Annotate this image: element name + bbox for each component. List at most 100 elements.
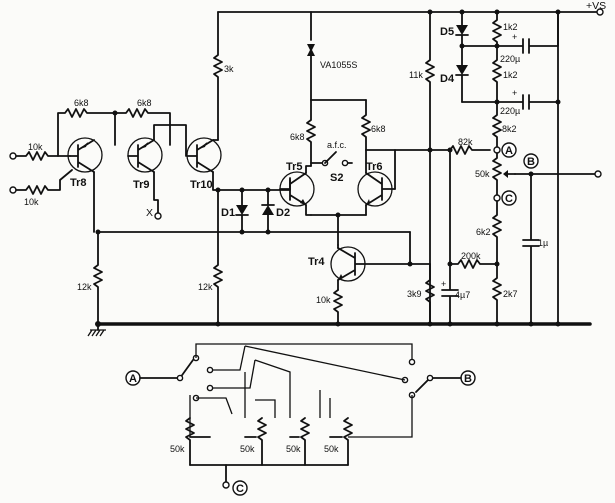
- resistor-6k2: 6k2: [476, 200, 502, 265]
- resistor-3k-label: 3k: [224, 64, 234, 74]
- resistor-6k8-tr6: 6k8: [361, 99, 386, 151]
- d4-label: D4: [440, 73, 455, 85]
- resistor-3k: 3k: [212, 11, 234, 141]
- bank-pot-3: 50k: [286, 417, 310, 466]
- r-3k9-label: 3k9: [407, 289, 422, 299]
- tr6-base-wire: [394, 149, 431, 190]
- bank-pot-4: 50k: [324, 417, 353, 466]
- r12k-right-label: 12k: [198, 282, 213, 292]
- d1-label: D1: [221, 207, 235, 219]
- tr8-label: Tr8: [70, 177, 87, 189]
- bank-pot-3-label: 50k: [286, 444, 301, 454]
- afc-label: a.f.c.: [327, 140, 347, 150]
- diode-d1: D1: [221, 189, 249, 233]
- r-1k2-top-label: 1k2: [503, 22, 518, 32]
- input-1: 10k: [9, 142, 71, 161]
- preset-bank: A B 50k 50k: [125, 343, 476, 496]
- r-6k2-label: 6k2: [476, 227, 491, 237]
- transistor-tr4: Tr4: [308, 244, 411, 291]
- svg-text:+: +: [512, 88, 517, 98]
- resistor-12k-right: 12k: [198, 189, 223, 325]
- resistor-8k2: 8k2: [492, 101, 517, 151]
- node-x: [154, 212, 162, 220]
- resistor-200k: 200k: [449, 251, 498, 269]
- supply-label: +VS: [586, 0, 606, 12]
- tr4-label: Tr4: [308, 256, 325, 268]
- node-x-label: X: [146, 207, 153, 219]
- r-200k-label: 200k: [461, 251, 481, 261]
- feedback-left-label: 6k8: [74, 98, 89, 108]
- tr10-emitter-bus: [212, 171, 291, 191]
- svg-text:+: +: [441, 279, 446, 289]
- r-10k-tr4-label: 10k: [316, 295, 331, 305]
- diode-d5: D5: [440, 11, 469, 66]
- transistor-tr8: Tr8: [67, 137, 103, 189]
- svg-text:+: +: [512, 32, 517, 42]
- capacitor-1u: 1µ: [522, 173, 548, 325]
- r-8k2-label: 8k2: [502, 124, 517, 134]
- resistor-12k-left: 12k: [77, 231, 103, 325]
- resistor-3k9: 3k9: [407, 263, 435, 325]
- c-4u7-label: 4µ7: [455, 290, 470, 300]
- diode-d2: D2: [261, 189, 290, 233]
- long-tail-wire: [310, 214, 367, 246]
- r-82k-label: 82k: [458, 137, 473, 147]
- tr9-emitter-wire: [153, 171, 159, 214]
- node-c-marker: [501, 190, 517, 206]
- s2-label: S2: [330, 172, 343, 184]
- r-11k-label: 11k: [409, 70, 423, 80]
- bank-pot-2: 50k: [240, 417, 267, 466]
- pot-50k-label: 50k: [475, 169, 490, 179]
- capacitor-220u-mid: + 220µ: [496, 88, 559, 116]
- transistor-tr5: Tr5: [279, 161, 315, 216]
- resistor-10k-tr4: 10k: [316, 289, 343, 325]
- r12k-left-label: 12k: [77, 282, 92, 292]
- r-6k8-tr6-label: 6k8: [371, 124, 386, 134]
- potentiometer-50k: 50k: [475, 152, 516, 196]
- feedback-right-label: 6k8: [137, 98, 152, 108]
- input-2: 10k: [9, 169, 73, 207]
- node-b-marker: [523, 153, 539, 169]
- r-1k2-mid-label: 1k2: [503, 70, 518, 80]
- resistor-11k: 11k: [409, 11, 435, 325]
- bank-node-b-label: B: [464, 373, 472, 385]
- resistor-2k7: 2k7: [492, 263, 518, 325]
- node-c-label: C: [505, 193, 513, 205]
- tr5-label: Tr5: [286, 161, 303, 173]
- bank-pot-2-label: 50k: [240, 444, 255, 454]
- transistor-tr9: Tr9: [127, 137, 163, 191]
- c-220-mid-label: 220µ: [500, 106, 520, 116]
- node-b-label: B: [527, 156, 535, 168]
- r-2k7-label: 2k7: [503, 289, 518, 299]
- c-220-top-label: 220µ: [500, 54, 520, 64]
- input-resistor-2-label: 10k: [24, 197, 39, 207]
- diode-d4: D4: [440, 65, 469, 103]
- feedback-resistor-left: 6k8: [57, 98, 116, 157]
- tr6-label: Tr6: [366, 161, 383, 173]
- bank-node-a-label: A: [129, 373, 137, 385]
- ic-label: VA1055S: [320, 60, 357, 70]
- tr9-to-tr10-wire: [153, 124, 187, 157]
- d5-label: D5: [440, 26, 454, 38]
- supply-rail: +VS: [217, 0, 606, 16]
- tr9-label: Tr9: [133, 179, 150, 191]
- feedback-resistor-right: 6k8: [112, 98, 171, 146]
- resistor-82k: 82k: [429, 137, 491, 155]
- resistor-1k2-top: 1k2: [492, 11, 518, 47]
- input-resistor-1-label: 10k: [28, 142, 43, 152]
- c-1u-label: 1µ: [538, 238, 548, 248]
- ic-va1055s: VA1055S: [307, 11, 357, 101]
- bank-pot-1: 50k: [170, 417, 211, 466]
- bank-pot-4-label: 50k: [324, 444, 339, 454]
- resistor-1k2-mid: 1k2: [492, 45, 518, 103]
- bank-node-c-label: C: [236, 483, 244, 495]
- capacitor-4u7: + 4µ7: [441, 149, 470, 325]
- switch-s2: a.f.c. S2: [310, 140, 353, 184]
- transistor-tr10: Tr10: [186, 137, 222, 191]
- bank-node-c-marker: [232, 480, 248, 496]
- tr10-label: Tr10: [190, 179, 213, 191]
- bank-pot-1-label: 50k: [170, 444, 185, 454]
- d2-label: D2: [276, 207, 290, 219]
- transistor-tr6: Tr6: [357, 149, 396, 216]
